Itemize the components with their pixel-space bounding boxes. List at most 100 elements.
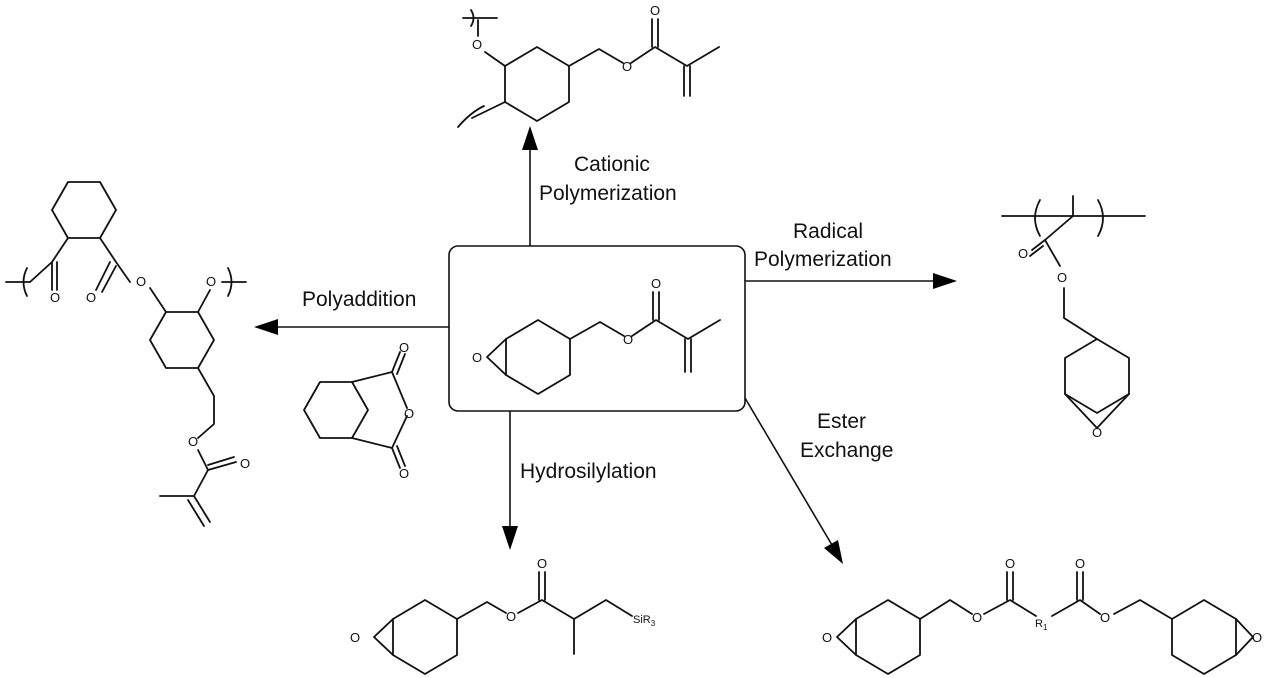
cationic-vinyl <box>683 65 691 97</box>
arrow-left-head <box>254 319 278 335</box>
label-ester-1: Ester <box>817 410 866 433</box>
reaction-arrows <box>254 126 957 564</box>
monomer-box <box>448 245 746 412</box>
hydrosil-carbonyl <box>538 571 546 601</box>
atom-o: O <box>972 610 982 625</box>
atom-o: O <box>206 274 216 289</box>
atom-o: O <box>537 556 547 571</box>
atom-o: O <box>822 630 832 645</box>
arrow-down-right <box>744 397 833 546</box>
radical-bracket-left <box>1034 199 1041 237</box>
anhydride-carbonyl-bottom <box>391 445 406 469</box>
polyadd-ring-o <box>197 289 211 313</box>
atom-o: O <box>350 630 360 645</box>
atom-o: O <box>50 290 60 305</box>
atom-o: O <box>1057 270 1067 285</box>
cationic-carbonyl <box>651 18 659 48</box>
hydrosil-chain <box>456 599 633 620</box>
polyadd-ring <box>149 311 215 369</box>
ester-carbonyl-left <box>1006 571 1014 601</box>
product-hydrosilylation: O O O SiR3 <box>350 556 656 675</box>
hydrosil-ring <box>392 599 458 675</box>
atom-o: O <box>1018 246 1028 261</box>
polyadd-bracket-right <box>221 267 247 297</box>
cationic-ester-chain <box>568 46 720 67</box>
label-radical-2: Polymerization <box>754 248 892 271</box>
ester-ring-right <box>1171 599 1237 675</box>
radical-ring <box>1064 338 1130 414</box>
ester-chain-left <box>919 599 1037 620</box>
monomer-ester-chain <box>569 319 721 340</box>
label-polyaddition: Polyaddition <box>302 288 416 311</box>
atom-o: O <box>1092 425 1102 440</box>
arrow-down-head <box>502 526 518 550</box>
polyadd-cyclohexane <box>51 181 117 239</box>
product-polyaddition-polymer: O O O O O O <box>5 181 250 527</box>
reagent-anhydride: O O O <box>303 340 414 481</box>
ester-carbonyl-right <box>1076 571 1084 601</box>
polyadd-o-link <box>149 287 167 313</box>
atom-o: O <box>188 434 198 449</box>
anhydride-ring <box>351 371 408 449</box>
atom-o: O <box>1252 630 1262 645</box>
atom-sir3: SiR3 <box>633 614 656 628</box>
atom-o: O <box>506 609 516 624</box>
cationic-bracket-top <box>462 9 498 27</box>
atom-o: O <box>240 456 250 471</box>
atom-o: O <box>622 59 632 74</box>
arrow-up-head <box>522 126 538 150</box>
atom-o: O <box>86 290 96 305</box>
atom-o: O <box>623 332 633 347</box>
label-cationic-1: Cationic <box>574 153 650 176</box>
atom-o: O <box>136 274 146 289</box>
anhydride-cyclohexane <box>303 381 369 439</box>
reaction-labels: Cationic Polymerization Radical Polymeri… <box>302 153 893 483</box>
arrow-down-right-head <box>824 540 843 564</box>
product-cationic-polymer: O O O <box>457 3 720 128</box>
atom-o: O <box>399 466 409 481</box>
atom-o: O <box>404 406 414 421</box>
radical-epoxide <box>1064 393 1130 429</box>
monomer-epoxide <box>486 338 507 376</box>
atom-o: O <box>1075 556 1085 571</box>
polyadd-vinyl <box>159 469 211 527</box>
polyadd-ester <box>197 449 237 471</box>
radical-ch2 <box>1063 287 1098 340</box>
atom-o: O <box>1100 610 1110 625</box>
cationic-ether <box>477 19 506 67</box>
atom-o: O <box>472 350 482 365</box>
monomer-carbonyl <box>652 291 660 321</box>
label-radical-1: Radical <box>793 220 863 243</box>
monomer-vinyl <box>684 338 692 373</box>
ester-ring-left <box>855 599 921 675</box>
atom-r1: R1 <box>1035 618 1048 632</box>
polyadd-right-acyl <box>95 237 131 293</box>
polyadd-bracket-left <box>5 267 31 297</box>
polyadd-left-acyl <box>29 237 69 291</box>
label-cationic-2: Polymerization <box>539 182 677 205</box>
ester-epoxide-right <box>1235 618 1254 656</box>
atom-o: O <box>651 276 661 291</box>
radical-carbonyl <box>1029 239 1046 257</box>
atom-o: O <box>650 3 660 18</box>
hydrosil-epoxide <box>373 618 394 656</box>
ester-epoxide-left <box>836 618 857 656</box>
product-radical-polymer: O O O <box>1001 195 1146 440</box>
anhydride-carbonyl-top <box>391 351 406 375</box>
atom-o: O <box>472 37 482 52</box>
central-monomer: O O O <box>448 245 746 412</box>
atom-o: O <box>399 340 409 355</box>
label-ester-2: Exchange <box>800 439 893 462</box>
polyadd-ch2 <box>197 367 215 439</box>
label-hydrosilylation: Hydrosilylation <box>520 460 657 483</box>
radical-backbone <box>1001 195 1146 241</box>
atom-o: O <box>1005 556 1015 571</box>
product-ester-exchange: O O O R1 O O O <box>822 556 1262 675</box>
radical-ester-link <box>1044 239 1061 267</box>
ester-chain-right <box>1051 599 1173 620</box>
cationic-ring <box>504 46 570 122</box>
arrow-right-head <box>933 273 957 289</box>
cationic-backbone <box>457 101 506 128</box>
radical-bracket-right <box>1097 199 1104 237</box>
